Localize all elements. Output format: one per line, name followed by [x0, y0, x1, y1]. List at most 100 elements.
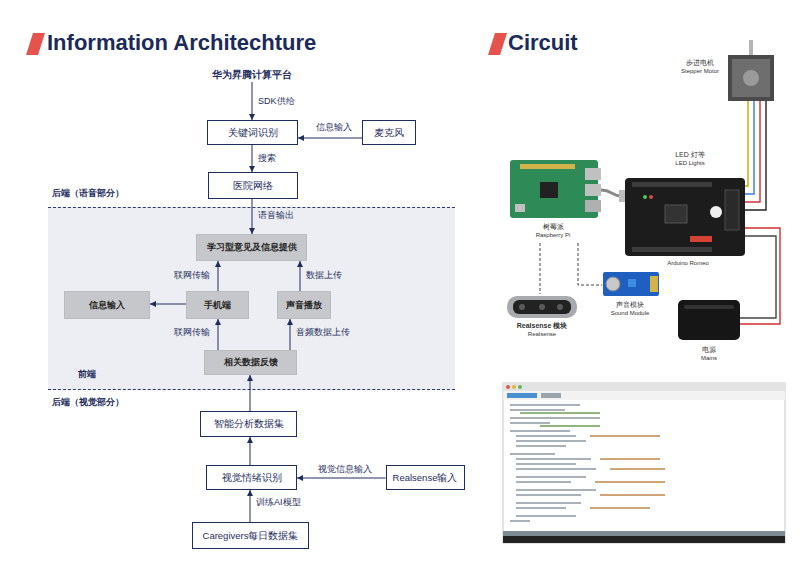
flow-arrow: [300, 261, 301, 291]
edge-label: 联网传输: [174, 270, 210, 281]
node-text: 智能分析数据集: [214, 418, 284, 429]
node-text: 关键词识别: [228, 127, 278, 138]
edge-label: 训练AI模型: [256, 497, 301, 508]
node-text: 信息输入: [89, 300, 125, 311]
realsense-camera: [519, 304, 525, 310]
code-screenshot: [590, 436, 665, 508]
motor-wire: [744, 101, 748, 186]
sound-module: [606, 277, 620, 291]
arduino-board: [710, 206, 722, 218]
node-text: 医院网络: [233, 180, 273, 191]
flow-arrow: [252, 145, 253, 172]
realsense-camera: [507, 296, 577, 318]
sound-module: [603, 272, 659, 296]
code-screenshot: [503, 383, 785, 543]
part-name: Sound Module: [611, 310, 650, 317]
code-screenshot: [507, 393, 537, 398]
flow-arrow: [290, 319, 291, 350]
arduino-board: [649, 195, 653, 199]
code-screenshot: [541, 393, 561, 398]
raspberry-pi: [585, 168, 601, 180]
node-text: 视觉情绪识别: [222, 472, 282, 483]
process-box: 学习型意见及信息提供: [196, 234, 307, 261]
process-box: 相关数据反馈: [204, 350, 297, 375]
code-screenshot: [506, 385, 510, 389]
arduino-board: [690, 236, 712, 242]
power-wire: [740, 236, 776, 318]
flow-arrow: [297, 478, 386, 479]
signal-line: [540, 243, 541, 294]
page-title: Information Architechture: [47, 30, 316, 56]
code-screenshot: [512, 385, 516, 389]
power-supply: [678, 300, 740, 340]
sound-module: [628, 279, 636, 287]
process-box: 关键词识别: [207, 120, 298, 145]
sound-module: [603, 272, 659, 296]
motor-wire: [744, 101, 766, 210]
code-screenshot: [520, 413, 600, 426]
arduino-board: [625, 178, 745, 256]
arduino-board: [619, 178, 745, 256]
arduino-board: [665, 205, 687, 223]
flow-arrow: [298, 138, 362, 139]
edge-label: 联网传输: [174, 327, 210, 338]
power-wire: [740, 228, 780, 324]
raspberry-pi: [515, 204, 525, 212]
raspberry-pi: [520, 164, 575, 169]
realsense-camera: [507, 296, 577, 318]
edge-label: 视觉信息输入: [318, 464, 372, 475]
code-screenshot: [518, 385, 522, 389]
raspberry-pi: [510, 160, 601, 218]
process-box: 麦克风: [362, 120, 416, 145]
realsense-camera: [539, 304, 545, 310]
process-box: Caregivers每日数据集: [192, 522, 309, 549]
edge-label: 语音输出: [258, 210, 294, 221]
region-label: 后端（语音部分）: [52, 188, 124, 199]
raspberry-pi: [510, 160, 598, 218]
edge-label: 数据上传: [306, 270, 342, 281]
sound-module: [650, 276, 658, 292]
raspberry-pi: [585, 184, 601, 196]
signal-line: [540, 243, 602, 294]
raspberry-pi: [540, 182, 558, 198]
section-title: Circuit: [508, 30, 578, 56]
arduino-board: [632, 247, 712, 252]
part-name: LED Lights: [675, 160, 704, 167]
part-name: LED 灯等: [675, 151, 705, 159]
flow-arrow: [252, 199, 253, 234]
node-text: 前端: [78, 369, 96, 380]
node-text: 麦克风: [374, 127, 404, 138]
edge-label: SDK供给: [258, 96, 295, 107]
motor-wire: [744, 101, 754, 194]
process-box: 医院网络: [208, 172, 298, 199]
motor-wire: [744, 101, 760, 202]
power-wire: [740, 228, 780, 324]
node-text: 相关数据反馈: [224, 357, 278, 368]
platform-text: 华为昇腾计算平台: [200, 68, 304, 82]
code-screenshot: [503, 383, 785, 543]
arduino-board: [632, 182, 712, 187]
motor-wire: [744, 101, 766, 210]
stepper-motor: [743, 70, 759, 86]
part-name: 步进电机: [686, 59, 714, 67]
title-mark: [488, 33, 507, 55]
edge-label: 搜索: [258, 153, 276, 164]
part-name: Raspberry Pi: [536, 232, 571, 239]
stepper-motor: [732, 59, 770, 97]
flow-arrow: [218, 261, 219, 291]
flow-arrow: [250, 490, 251, 522]
arduino-board: [725, 190, 739, 230]
stepper-motor: [728, 55, 774, 101]
code-screenshot: [510, 405, 600, 521]
region-label: 后端（视觉部分）: [52, 397, 124, 408]
code-screenshot: [503, 391, 785, 400]
process-box: 智能分析数据集: [200, 411, 297, 437]
flow-arrow: [150, 304, 186, 305]
realsense-camera: [513, 300, 571, 314]
process-box: 视觉情绪识别: [206, 465, 297, 490]
code-screenshot: [503, 531, 785, 536]
flow-arrow: [252, 82, 253, 120]
region-band: 前端学习型意见及信息提供信息输入手机端声音播放相关数据反馈: [48, 207, 455, 390]
node-text: Realsense输入: [393, 472, 458, 483]
flow-arrow: [218, 319, 219, 350]
